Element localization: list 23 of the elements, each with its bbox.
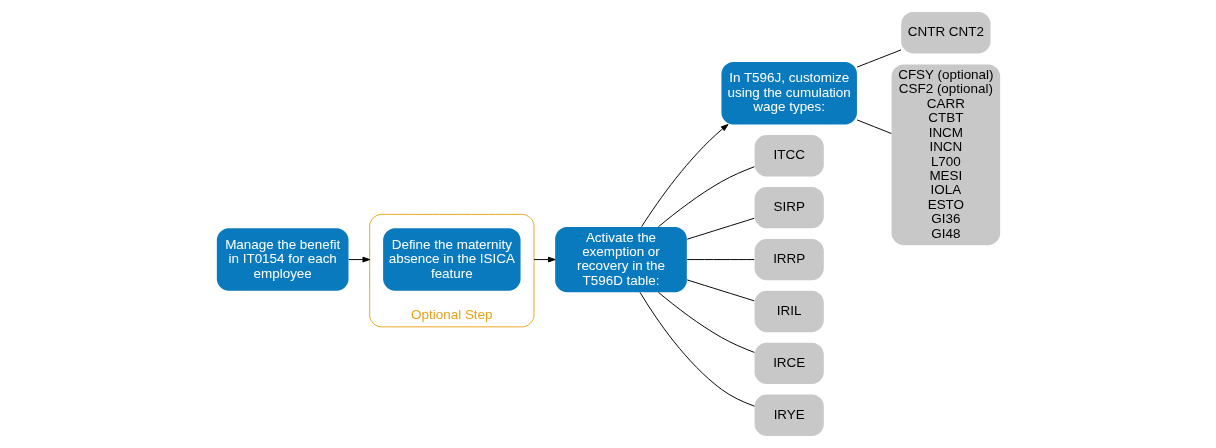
node-box: IRIL xyxy=(754,290,824,333)
node-box: ITCC xyxy=(754,135,824,177)
node-box: CFSY (optional) CSF2 (optional) CARR CTBT INCM INCN L700 MESI IOLA ESTO GI36 GI48 xyxy=(891,64,1000,246)
node-box: IRCE xyxy=(754,342,824,385)
connector xyxy=(686,279,755,302)
node-box: Define the maternity absence in the ISICA feature xyxy=(382,228,521,291)
arrow xyxy=(640,124,728,228)
connector xyxy=(856,119,892,134)
node-box: IRYE xyxy=(754,394,824,436)
node-box: In T596J, customize using the cumulation wage types: xyxy=(720,62,857,125)
node-box: CNTR CNT2 xyxy=(900,12,991,54)
connector xyxy=(686,217,755,240)
connector xyxy=(639,291,755,407)
arrow xyxy=(347,256,370,263)
connector xyxy=(657,166,755,228)
node-box: Activate the exemption or recovery in the T596D table: xyxy=(554,226,687,293)
connector xyxy=(686,259,755,261)
arrow xyxy=(533,256,556,263)
connector xyxy=(856,49,901,68)
node-box: Manage the benefit in IT0154 for each employee xyxy=(216,228,348,291)
node-box: SIRP xyxy=(754,187,824,229)
connector xyxy=(657,291,755,353)
node-box: IRRP xyxy=(754,238,824,281)
